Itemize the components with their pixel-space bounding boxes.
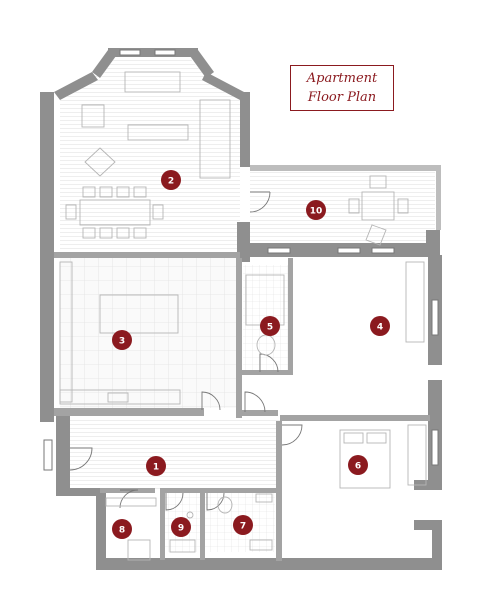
room-badge-10: 10 (306, 200, 326, 220)
room-badge-2-label: 2 (168, 177, 174, 187)
room-badge-7-label: 7 (240, 522, 246, 532)
plan-title-box: Apartment Floor Plan (290, 65, 394, 111)
plan-title-line-1: Apartment (306, 71, 378, 86)
room-badge-9-label: 9 (178, 524, 184, 534)
room-badge-2: 2 (161, 170, 181, 190)
room-badge-8-label: 8 (119, 526, 125, 536)
room-badge-6: 6 (348, 455, 368, 475)
room-badge-5: 5 (260, 316, 280, 336)
room-badge-1: 1 (146, 456, 166, 476)
room-badge-7: 7 (233, 515, 253, 535)
room-badge-8: 8 (112, 519, 132, 539)
room-badges: 1 2 3 4 5 6 7 8 (112, 170, 390, 539)
furniture (59, 71, 427, 561)
room-badge-5-label: 5 (267, 323, 273, 333)
exterior-walls (40, 48, 442, 570)
interior-walls (54, 252, 430, 561)
room-badge-6-label: 6 (355, 462, 361, 472)
room-badge-4-label: 4 (377, 323, 383, 333)
room-badge-3-label: 3 (119, 337, 125, 347)
doors (69, 191, 303, 511)
plan-title-line-2: Floor Plan (307, 90, 377, 105)
room-badge-3: 3 (112, 330, 132, 350)
floor-fills (60, 58, 435, 552)
room-badge-1-label: 1 (153, 463, 159, 473)
room-badge-4: 4 (370, 316, 390, 336)
room-badge-9: 9 (171, 517, 191, 537)
windows (43, 49, 439, 471)
room-badge-10-label: 10 (310, 207, 323, 217)
